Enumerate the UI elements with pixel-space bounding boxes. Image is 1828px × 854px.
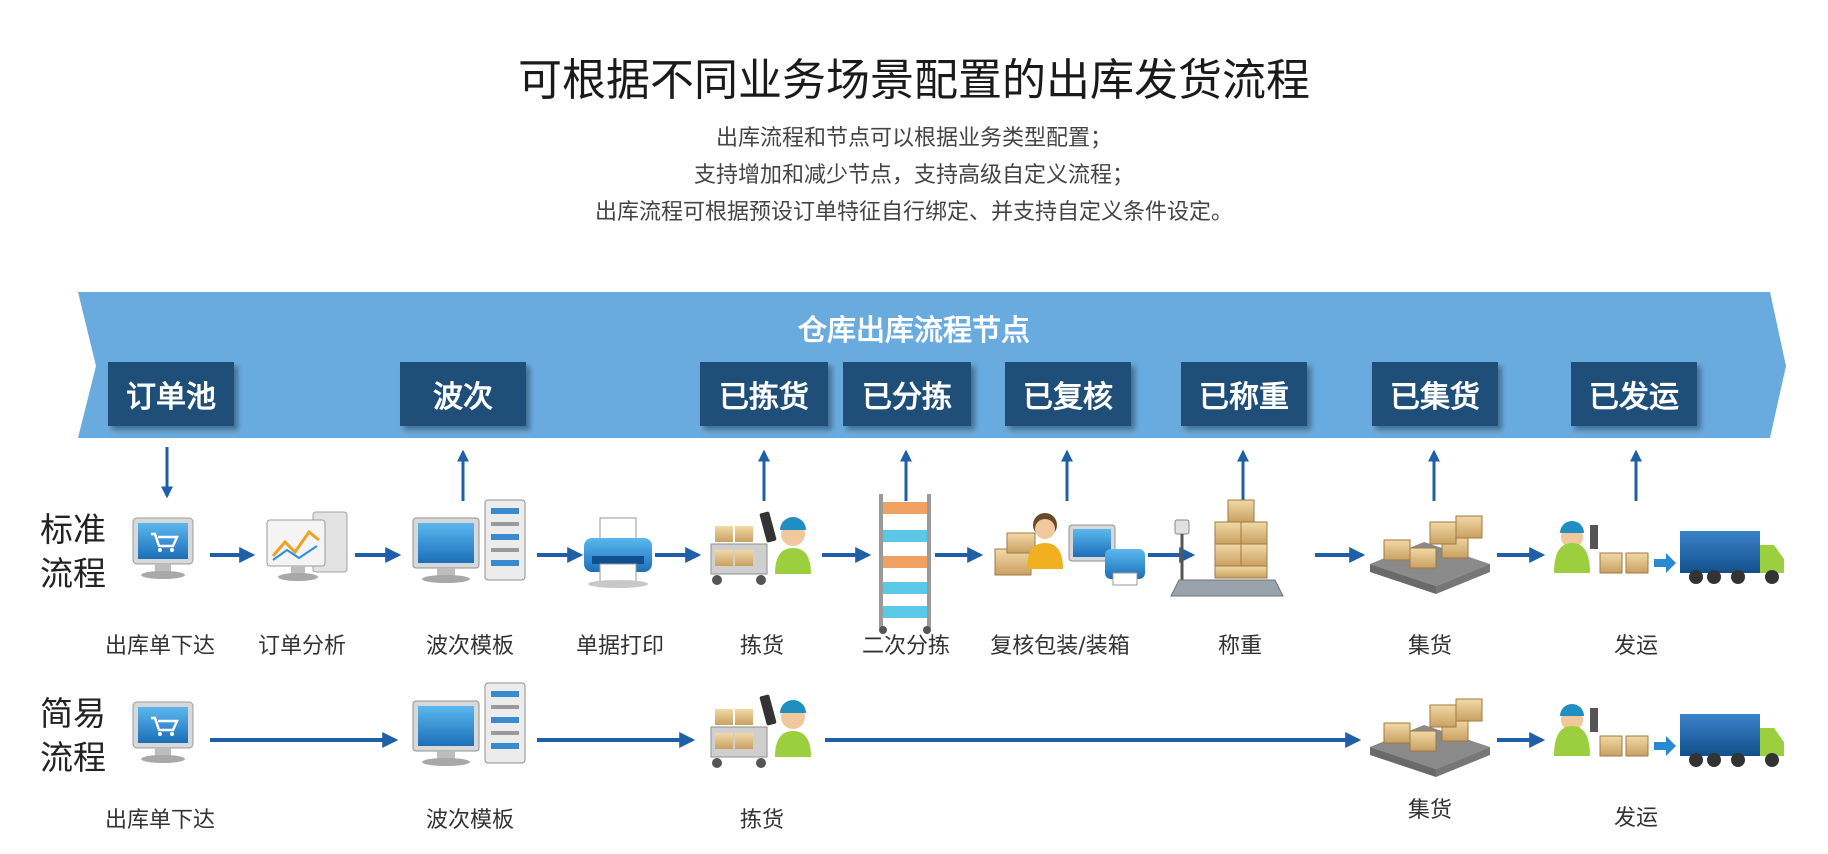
- subtitle-line-3: 出库流程可根据预设订单特征自行绑定、并支持自定义条件设定。: [594, 200, 1233, 225]
- weighing-scale-icon: [1169, 498, 1285, 598]
- pallet-boxes-icon: [1369, 698, 1491, 778]
- step-label: 二次分拣: [861, 634, 950, 659]
- simple-flow-label-line2: 流程: [40, 738, 106, 777]
- printer-icon: [583, 517, 653, 589]
- step-label: 拣货: [739, 634, 784, 659]
- stage-reviewed: 已复核: [1005, 362, 1131, 426]
- sorting-rack-icon: [879, 494, 931, 634]
- standard-flow-label-line1: 标准: [40, 510, 106, 549]
- stage-connectors: [161, 447, 1642, 501]
- pallet-boxes-icon: [1369, 515, 1491, 595]
- computer-server-icon: [412, 499, 526, 584]
- picker-scanner-icon: [710, 693, 812, 769]
- step-label: 出库单下达: [104, 634, 215, 659]
- standard-flow-label-line2: 流程: [40, 554, 106, 593]
- page-title: 可根据不同业务场景配置的出库发货流程: [518, 55, 1310, 106]
- step-label: 发运: [1613, 806, 1658, 831]
- step-label: 集货: [1407, 798, 1452, 823]
- step-label: 集货: [1407, 634, 1452, 659]
- step-label: 订单分析: [257, 634, 346, 659]
- simple-flow-label-line1: 简易: [40, 694, 106, 733]
- subtitle-line-2: 支持增加和减少节点，支持高级自定义流程；: [693, 163, 1134, 188]
- stage-shipped: 已发运: [1571, 362, 1697, 426]
- subtitle-line-1: 出库流程和节点可以根据业务类型配置；: [715, 126, 1112, 151]
- simple-flow-label: 简易 流程: [40, 692, 106, 780]
- step-label: 单据打印: [575, 634, 664, 659]
- analysis-chart-icon: [265, 510, 349, 583]
- standard-flow-label: 标准 流程: [40, 508, 106, 596]
- stage-picked: 已拣货: [700, 362, 828, 426]
- stage-order-pool: 订单池: [108, 362, 234, 426]
- banner-title: 仓库出库流程节点: [797, 313, 1030, 347]
- shipping-truck-icon: [1553, 520, 1785, 585]
- step-label: 出库单下达: [104, 808, 215, 833]
- step-label: 波次模板: [425, 634, 514, 659]
- stage-wave: 波次: [400, 362, 526, 426]
- monitor-cart-icon: [131, 700, 195, 765]
- monitor-cart-icon: [131, 516, 195, 581]
- picker-scanner-icon: [710, 510, 812, 586]
- step-label: 复核包装/装箱: [990, 634, 1130, 659]
- stage-weighed: 已称重: [1181, 362, 1307, 426]
- packing-station-icon: [994, 512, 1146, 586]
- step-label: 拣货: [739, 808, 784, 833]
- step-label: 发运: [1613, 634, 1658, 659]
- step-label: 称重: [1217, 634, 1262, 659]
- stage-consolidated: 已集货: [1372, 362, 1498, 426]
- step-label: 波次模板: [425, 808, 514, 833]
- shipping-truck-icon: [1553, 703, 1785, 768]
- stage-sorted: 已分拣: [843, 362, 971, 426]
- computer-server-icon: [412, 682, 526, 767]
